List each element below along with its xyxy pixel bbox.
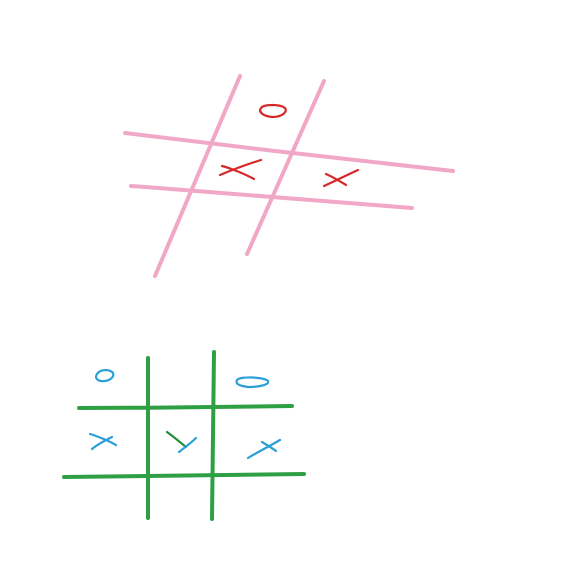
green-marks [88,369,282,460]
x-mark-stroke [177,436,198,454]
o-mark[interactable] [94,369,115,383]
green-grid [62,350,306,521]
green-grid-line-v2 [210,350,216,521]
x-mark-stroke [246,438,282,460]
green-board [62,350,306,521]
x-mark-stroke [88,432,118,447]
x-mark-stroke [260,440,278,453]
x-mark-stroke [220,164,256,181]
pink-board [123,74,455,278]
pink-grid-line-v2 [245,79,326,256]
x-mark-stroke [218,158,263,177]
x-mark-stroke [165,430,188,449]
x-mark-stroke [322,168,360,188]
pink-grid-line-v1 [153,74,242,278]
o-mark[interactable] [235,376,270,389]
x-mark-stroke [90,435,114,451]
o-mark[interactable] [259,103,287,119]
pink-marks [218,103,360,188]
pink-grid-line-h2 [129,184,414,210]
green-grid-line-h1 [77,404,294,410]
pink-grid [123,74,455,278]
pink-grid-line-h1 [123,131,455,173]
green-grid-line-h2 [62,472,306,479]
